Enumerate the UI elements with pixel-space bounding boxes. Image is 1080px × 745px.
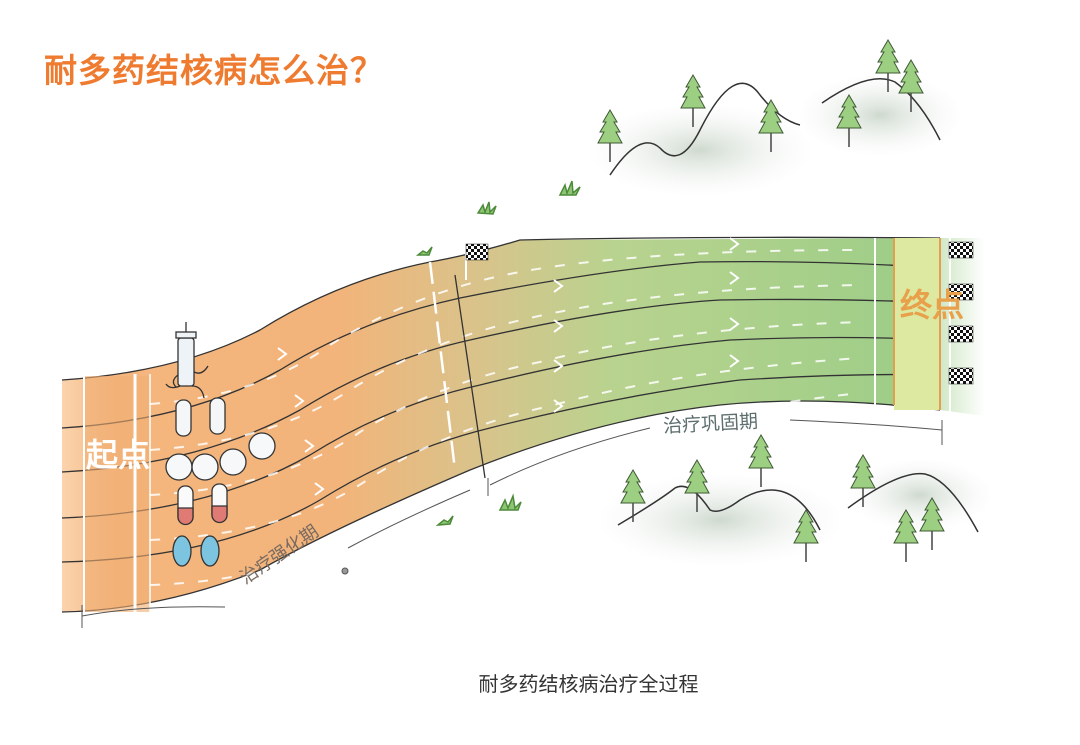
white-tablet-icon <box>209 397 226 435</box>
lane-dashes <box>149 249 861 586</box>
blue-tablet-icon <box>200 535 220 567</box>
checkered-flag-icon <box>465 243 489 280</box>
direction-arrows <box>277 237 740 496</box>
grass-tufts <box>415 180 581 526</box>
checkered-flag-icon <box>948 283 974 301</box>
checkered-flag-icon <box>948 367 974 385</box>
white-tablet-icon <box>175 399 192 437</box>
consolidation-phase-label: 治疗巩固期 <box>662 410 759 438</box>
finish-label: 终点 <box>900 286 965 324</box>
hills-bottom <box>600 460 990 565</box>
lane-lines <box>61 236 941 613</box>
checkered-flag-icon <box>948 241 974 262</box>
round-pill-icon <box>191 453 219 481</box>
page-title: 耐多药结核病怎么治？ <box>44 51 384 90</box>
figure-caption: 耐多药结核病治疗全过程 <box>478 672 699 696</box>
syringe-icon <box>165 322 209 399</box>
race-track <box>62 238 985 612</box>
start-band <box>83 374 151 612</box>
phase-brackets <box>81 419 943 628</box>
checkered-flags <box>465 241 974 385</box>
blue-tablet-icon <box>172 535 192 567</box>
medicine-characters <box>165 322 276 567</box>
checkered-flag-icon <box>948 325 974 343</box>
round-pill-icon <box>248 432 276 460</box>
round-pill-icon <box>219 448 247 476</box>
capsule-icon <box>177 485 194 526</box>
finish-band <box>874 238 951 412</box>
phase-divider <box>428 261 486 479</box>
capsule-icon <box>211 483 228 524</box>
start-label: 起点 <box>86 436 151 474</box>
hills-top <box>590 75 960 195</box>
round-pill-icon <box>165 453 193 481</box>
